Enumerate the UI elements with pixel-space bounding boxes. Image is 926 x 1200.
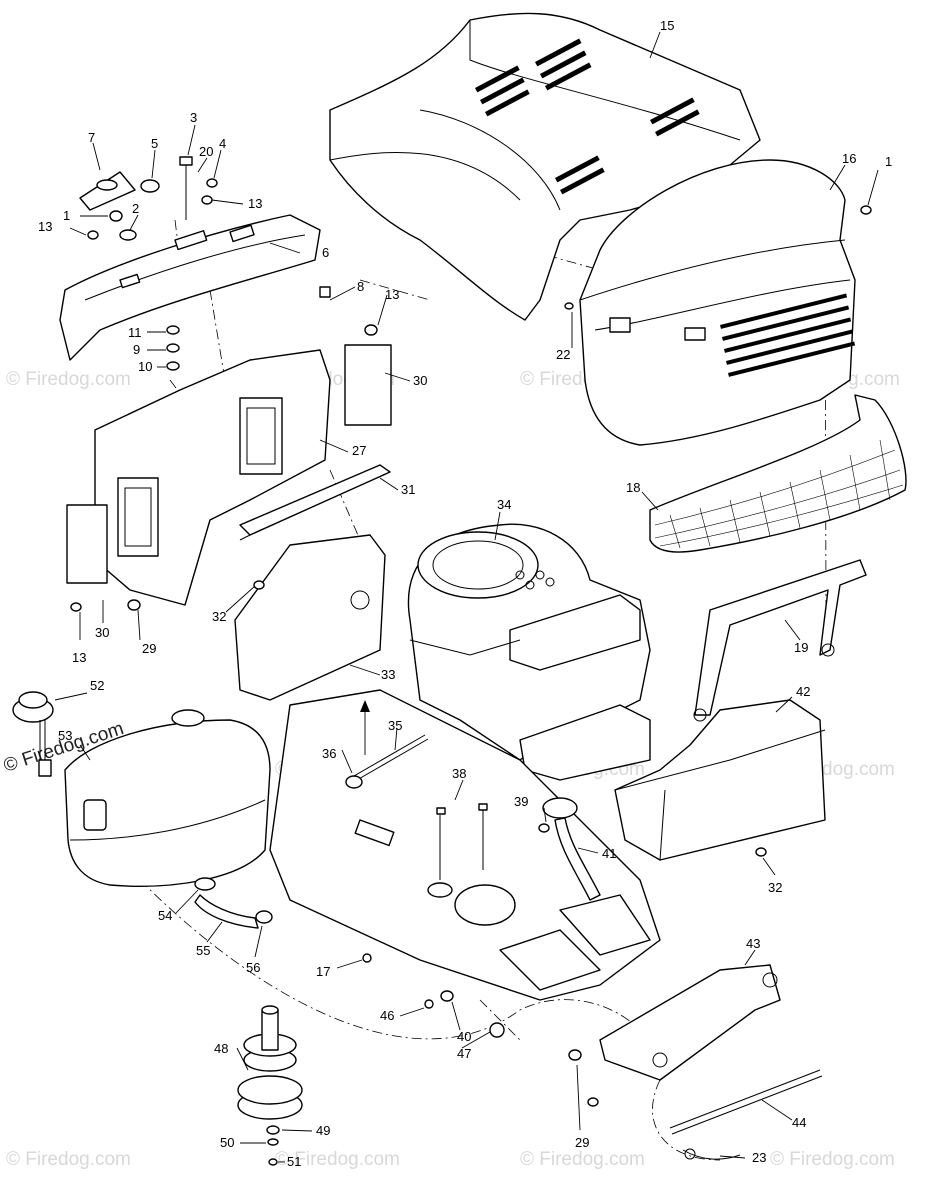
callout-17: 17	[316, 964, 330, 979]
callout-13: 13	[385, 287, 399, 302]
callout-1: 1	[885, 154, 892, 169]
callout-50: 50	[220, 1135, 234, 1150]
callout-39: 39	[514, 794, 528, 809]
shaft-part-35	[345, 734, 429, 789]
pin-part-23	[682, 1148, 741, 1160]
callout-43: 43	[746, 936, 760, 951]
support-part-31	[239, 464, 391, 541]
grille-part-16	[579, 159, 856, 446]
callout-1: 1	[63, 208, 70, 223]
hitch-part-43	[599, 964, 781, 1081]
callout-30: 30	[95, 625, 109, 640]
fuel-tank-part-53	[64, 709, 271, 887]
callout-52: 52	[90, 678, 104, 693]
callout-30: 30	[413, 373, 427, 388]
bolt-part-38	[436, 803, 488, 880]
callout-32: 32	[212, 609, 226, 624]
panel-part-33	[234, 534, 386, 701]
frame-part	[269, 689, 661, 1001]
hardware-parts	[70, 156, 872, 1166]
callout-38: 38	[452, 766, 466, 781]
callout-8: 8	[357, 279, 364, 294]
callout-46: 46	[380, 1008, 394, 1023]
callout-36: 36	[322, 746, 336, 761]
callout-labels: 15 16 1 7 5 3 20 4 13 1 2 13 6 8 13 11 9…	[38, 18, 892, 1169]
callout-27: 27	[352, 443, 366, 458]
callout-4: 4	[219, 136, 226, 151]
hood-part-15	[329, 12, 761, 321]
callout-5: 5	[151, 136, 158, 151]
callout-18: 18	[626, 480, 640, 495]
pipe-part-41	[542, 797, 601, 901]
callout-3: 3	[190, 110, 197, 125]
callout-51: 51	[287, 1154, 301, 1169]
callout-55: 55	[196, 943, 210, 958]
bracket-part-19	[693, 559, 867, 722]
callout-32: 32	[768, 880, 782, 895]
callout-9: 9	[133, 342, 140, 357]
callout-20: 20	[199, 144, 213, 159]
callout-13: 13	[72, 650, 86, 665]
watermark-text: © Firedog.com	[770, 1149, 895, 1170]
leader-lines	[54, 31, 879, 1163]
callout-42: 42	[796, 684, 810, 699]
callout-19: 19	[794, 640, 808, 655]
callout-10: 10	[138, 359, 152, 374]
callout-47: 47	[457, 1046, 471, 1061]
dash-panel-part-27	[94, 349, 331, 606]
callout-11: 11	[128, 325, 142, 340]
callout-34: 34	[497, 497, 511, 512]
callout-53: 53	[58, 728, 72, 743]
callout-31: 31	[401, 482, 415, 497]
watermark-text: © Firedog.com	[6, 1149, 131, 1170]
callout-29: 29	[142, 641, 156, 656]
callout-44: 44	[792, 1115, 806, 1130]
watermark-text: © Firedog.com	[6, 369, 131, 390]
callout-49: 49	[316, 1123, 330, 1138]
callout-2: 2	[132, 201, 139, 216]
callout-6: 6	[322, 245, 329, 260]
callout-56: 56	[246, 960, 260, 975]
fuel-hose-part-55	[194, 877, 273, 929]
fuel-cap-part-52	[12, 691, 54, 777]
callout-35: 35	[388, 718, 402, 733]
pulley-part-48	[237, 1005, 303, 1120]
callout-40: 40	[457, 1029, 471, 1044]
callout-54: 54	[158, 908, 172, 923]
direction-arrow	[360, 700, 370, 755]
rod-part-44	[669, 1069, 823, 1135]
decal-part-30	[66, 344, 392, 584]
watermark-text: © Firedog.com	[275, 1149, 400, 1170]
callout-33: 33	[381, 667, 395, 682]
callout-23: 23	[752, 1150, 766, 1165]
callout-16: 16	[842, 151, 856, 166]
callout-41: 41	[602, 846, 616, 861]
callout-29: 29	[575, 1135, 589, 1150]
baffle-part-42	[614, 699, 826, 861]
callout-7: 7	[88, 130, 95, 145]
callout-15: 15	[660, 18, 674, 33]
callout-22: 22	[556, 347, 570, 362]
dash-panel-part-6	[59, 214, 321, 361]
callout-48: 48	[214, 1041, 228, 1056]
bumper-part-18	[649, 394, 907, 553]
callout-13: 13	[248, 196, 262, 211]
callout-13: 13	[38, 219, 52, 234]
engine-part-34	[407, 523, 651, 781]
watermark-text: © Firedog.com	[520, 1149, 645, 1170]
